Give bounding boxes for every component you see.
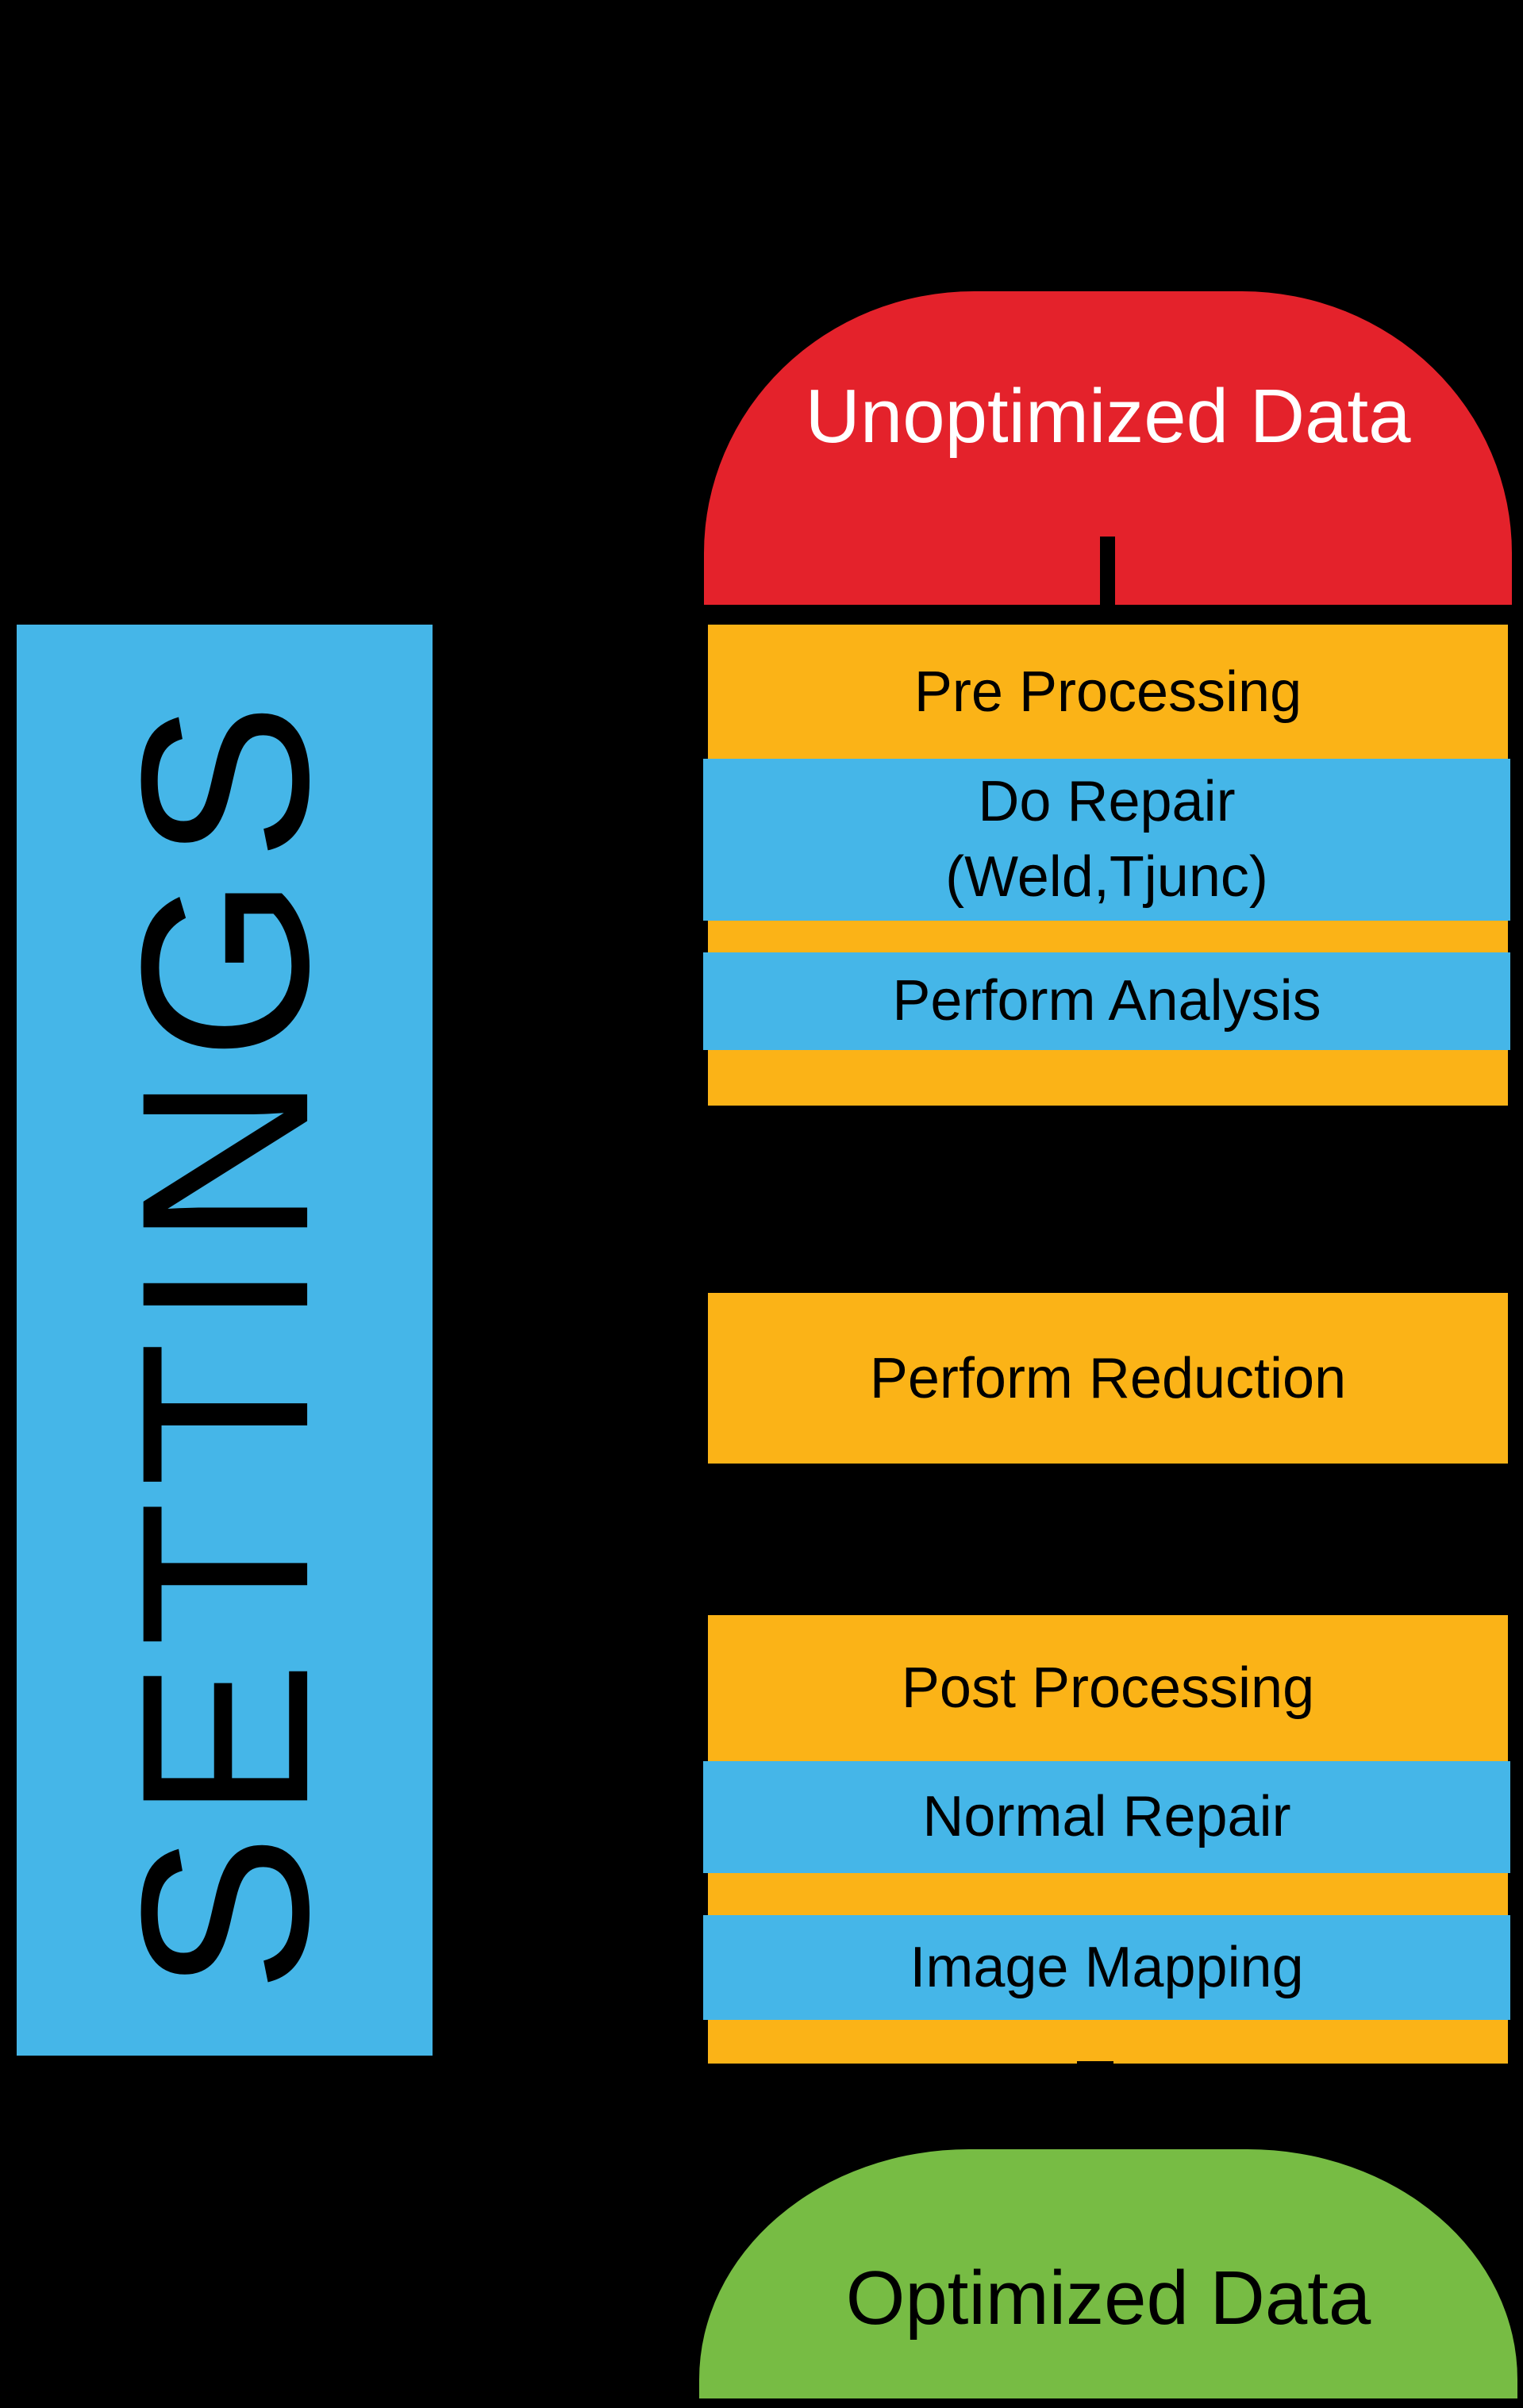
step-image-mapping: Image Mapping [703,1915,1510,2020]
perform-reduction-block: Perform Reduction [708,1293,1508,1464]
step-do-repair: Do Repair (Weld,Tjunc) [703,759,1510,921]
pre-processing-block: Pre Processing Do Repair (Weld,Tjunc) Pe… [703,625,1510,1106]
settings-label: SETTINGS [91,687,358,1993]
end-node-optimized-data: Optimized Data [699,2149,1517,2398]
end-node-label: Optimized Data [845,2256,1371,2341]
settings-panel: SETTINGS [17,625,433,2056]
start-node-label: Unoptimized Data [805,373,1411,459]
step-do-repair-label-line1: Do Repair [978,770,1236,833]
step-perform-analysis-label: Perform Analysis [892,969,1321,1033]
perform-reduction-title: Perform Reduction [869,1346,1347,1410]
step-normal-repair-label: Normal Repair [922,1785,1291,1848]
step-image-mapping-label: Image Mapping [910,1935,1304,1999]
post-processing-title: Post Processing [901,1656,1315,1720]
connector-post-to-end [1077,2061,1113,2155]
post-processing-block: Post Processing Normal Repair Image Mapp… [703,1615,1510,2064]
step-do-repair-label-line2: (Weld,Tjunc) [945,845,1268,909]
connector-start-to-pre [1100,537,1115,629]
step-perform-analysis: Perform Analysis [703,952,1510,1050]
pre-processing-title: Pre Processing [913,660,1302,724]
step-normal-repair: Normal Repair [703,1761,1510,1873]
